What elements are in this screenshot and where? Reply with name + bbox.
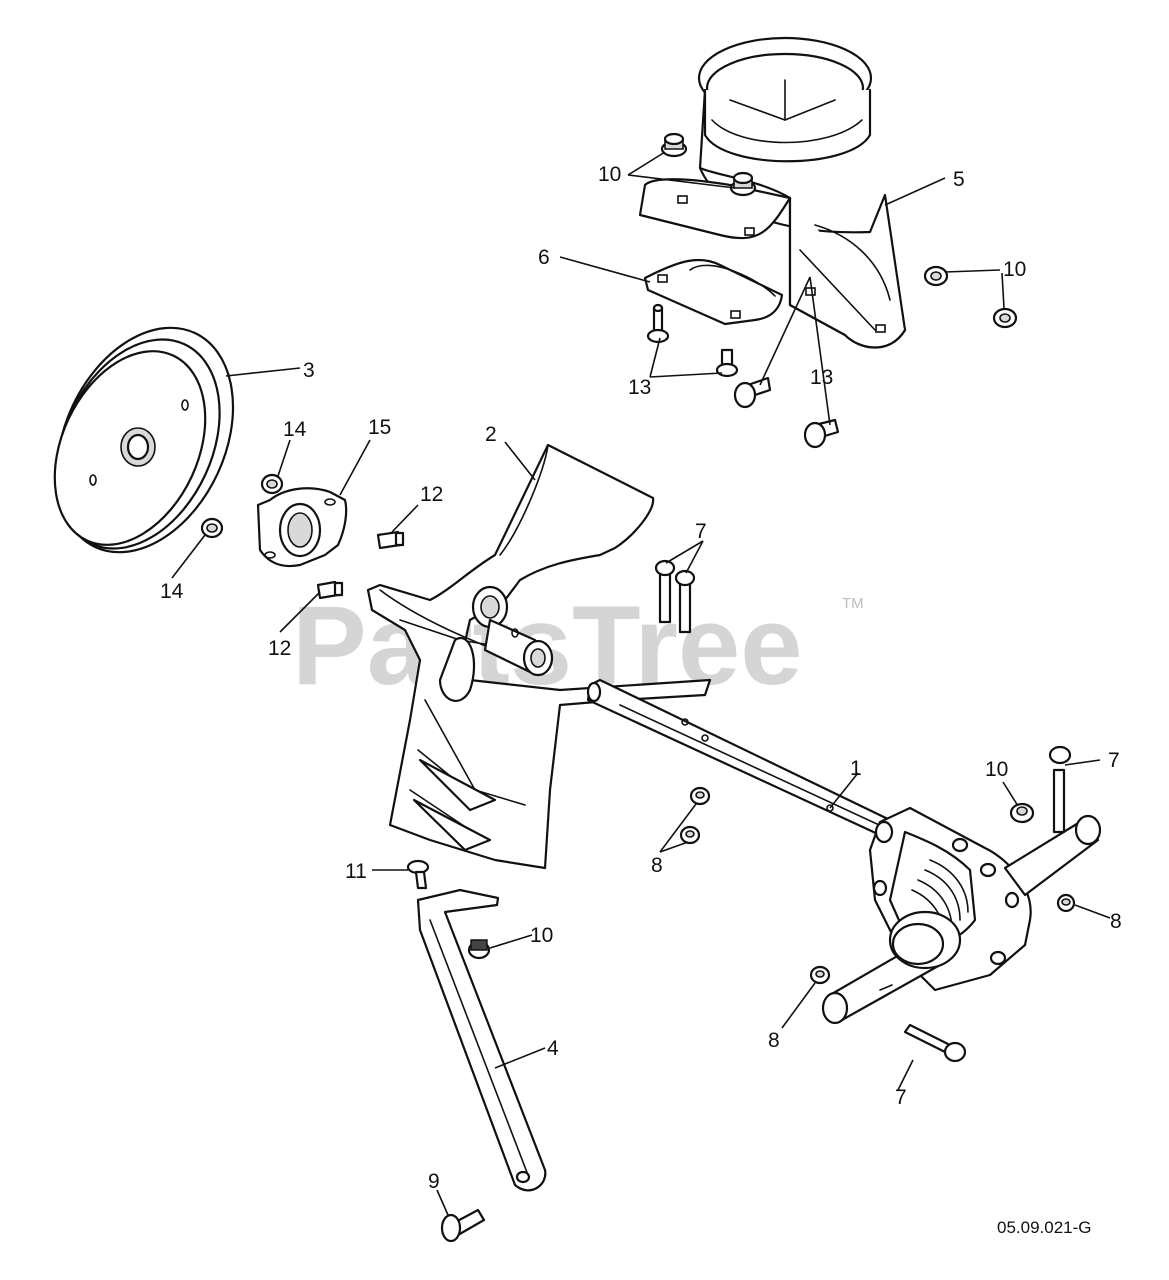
callout-8a[interactable]: 8 <box>651 854 663 877</box>
callout-10c[interactable]: 10 <box>985 758 1008 781</box>
pulley-part <box>53 326 235 554</box>
watermark-trademark: TM <box>842 595 864 612</box>
callout-5[interactable]: 5 <box>953 168 965 191</box>
chute-plate-part <box>643 258 784 326</box>
screw-hardware <box>406 859 430 890</box>
callouts: 1 2 3 4 5 6 7 7 7 8 8 8 9 10 10 10 10 11… <box>160 163 1122 1193</box>
lever-arm-part <box>416 888 547 1192</box>
callout-8c[interactable]: 8 <box>768 1029 780 1052</box>
pin-part <box>440 1208 486 1243</box>
bolt-hardware <box>654 559 1072 1063</box>
callout-12b[interactable]: 12 <box>268 637 291 660</box>
callout-6[interactable]: 6 <box>538 246 550 269</box>
carriage-bolt-hardware <box>646 303 840 449</box>
callout-3[interactable]: 3 <box>303 359 315 382</box>
callout-12a[interactable]: 12 <box>420 483 443 506</box>
callout-10b[interactable]: 10 <box>1003 258 1026 281</box>
callout-9[interactable]: 9 <box>428 1170 440 1193</box>
callout-14a[interactable]: 14 <box>283 418 307 441</box>
lock-nut-hardware <box>200 473 284 539</box>
callout-10d[interactable]: 10 <box>530 924 553 947</box>
leader-lines <box>171 151 1111 1216</box>
callout-2[interactable]: 2 <box>485 423 497 446</box>
callout-7c[interactable]: 7 <box>895 1086 907 1109</box>
callout-15[interactable]: 15 <box>368 416 391 439</box>
callout-10a[interactable]: 10 <box>598 163 621 186</box>
callout-13b[interactable]: 13 <box>810 366 833 389</box>
callout-13a[interactable]: 13 <box>628 376 651 399</box>
callout-1[interactable]: 1 <box>850 757 862 780</box>
diagram-code: 05.09.021-G <box>997 1218 1092 1237</box>
callout-14b[interactable]: 14 <box>160 580 184 603</box>
callout-11[interactable]: 11 <box>345 860 367 883</box>
callout-4[interactable]: 4 <box>547 1037 559 1060</box>
flange-nut-hardware <box>467 132 1035 960</box>
chute-elbow-part <box>638 36 907 349</box>
bearing-flange-part <box>256 487 348 568</box>
nut-hardware <box>679 786 1076 985</box>
callout-8b[interactable]: 8 <box>1110 910 1122 933</box>
callout-7b[interactable]: 7 <box>1108 749 1120 772</box>
callout-7a[interactable]: 7 <box>695 520 707 543</box>
gearbox-part <box>821 806 1102 1025</box>
impeller-part <box>366 443 712 870</box>
